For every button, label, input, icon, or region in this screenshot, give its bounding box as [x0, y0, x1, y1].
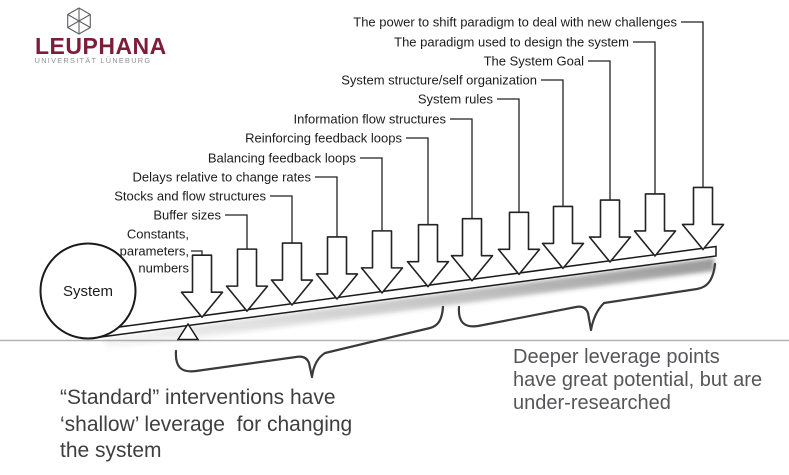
leader-line	[270, 195, 293, 244]
leverage-point-label: Information flow structures	[294, 112, 447, 127]
leverage-arrow	[633, 193, 677, 257]
leader-line	[191, 250, 203, 256]
leverage-point-label: Balancing feedback loops	[208, 151, 357, 166]
leader-line	[360, 157, 383, 231]
leverage-arrow	[450, 217, 494, 282]
caption-shallow-line2: ‘shallow’ leverage for changing	[60, 413, 352, 436]
system-circle-label: System	[63, 283, 113, 300]
leverage-point-label: System structure/self organization	[341, 73, 537, 88]
leverage-arrows	[180, 186, 725, 319]
leverage-arrow	[270, 242, 314, 306]
leverage-arrow	[406, 223, 450, 288]
caption-shallow: “Standard” interventions have ‘shallow’ …	[60, 386, 352, 462]
leverage-point-label: The power to shift paradigm to deal with…	[353, 15, 677, 30]
logo-wordmark: LEUPHANA	[35, 33, 167, 59]
fulcrum-triangle	[176, 322, 200, 341]
leverage-point-label: The System Goal	[484, 54, 585, 69]
leverage-arrow	[681, 186, 725, 251]
leuphana-logo: LEUPHANA UNIVERSITÄT LÜNEBURG	[35, 7, 167, 65]
caption-shallow-line1: “Standard” interventions have	[60, 386, 336, 409]
leverage-point-label: parameters,	[120, 244, 189, 259]
leverage-point-label: Delays relative to change rates	[133, 170, 312, 185]
leader-line	[406, 137, 429, 225]
leverage-point-label: Stocks and flow structures	[114, 189, 266, 204]
leverage-arrow	[315, 236, 359, 300]
leverage-point-label: Buffer sizes	[153, 208, 221, 223]
leader-lines	[191, 21, 704, 256]
system-circle: System	[39, 242, 137, 340]
leader-line	[633, 41, 656, 194]
leverage-arrow	[225, 248, 269, 312]
caption-deep-line1: Deeper leverage points	[513, 346, 720, 368]
caption-deep-line3: under-researched	[513, 392, 671, 414]
leverage-point-label: numbers	[138, 261, 189, 276]
deep-brace	[457, 262, 717, 332]
leverage-arrow	[180, 254, 224, 319]
leverage-arrow	[541, 205, 585, 270]
leverage-arrow	[497, 211, 541, 276]
leverage-point-label: Constants,	[127, 227, 189, 242]
leader-line	[681, 21, 704, 188]
leverage-arrow	[360, 230, 404, 294]
leader-line	[450, 118, 473, 219]
leverage-point-label: The paradigm used to design the system	[394, 35, 629, 50]
leverage-point-label: Reinforcing feedback loops	[245, 131, 402, 146]
shallow-brace	[174, 305, 445, 379]
leader-line	[315, 176, 338, 237]
caption-deep: Deeper leverage points have great potent…	[513, 346, 762, 414]
caption-deep-line2: have great potential, but are	[513, 369, 762, 391]
leuphana-gem-icon	[67, 7, 91, 35]
leader-line	[541, 79, 564, 207]
leader-line	[225, 214, 248, 250]
leader-line	[588, 60, 611, 201]
leverage-labels: Constants, parameters, numbers Buffer sizes…	[114, 15, 677, 276]
logo-subtitle: UNIVERSITÄT LÜNEBURG	[35, 56, 152, 65]
leader-line	[497, 98, 520, 213]
leverage-point-label: System rules	[418, 92, 494, 107]
lever-shadow	[105, 258, 714, 350]
caption-shallow-line3: the system	[60, 439, 162, 462]
leverage-arrow	[588, 199, 632, 263]
